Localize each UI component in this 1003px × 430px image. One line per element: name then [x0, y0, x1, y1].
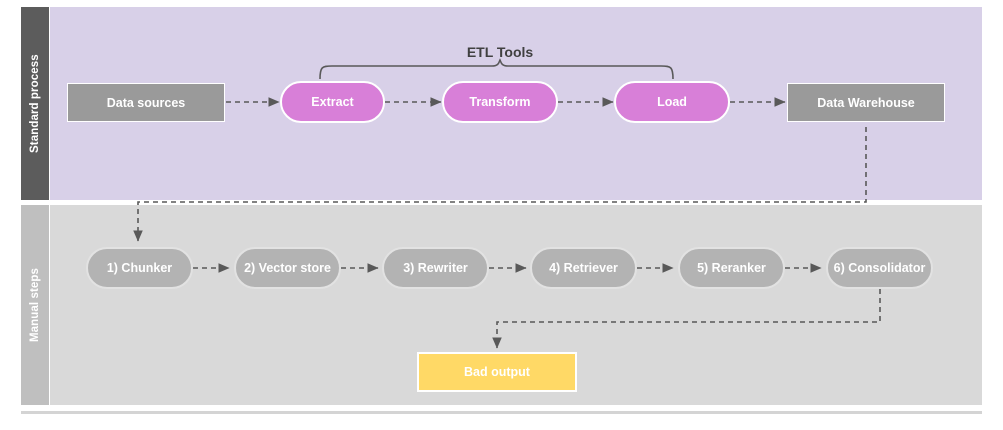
node-bad-output-label: Bad output: [464, 365, 530, 379]
lane-label-manual-steps: Manual steps: [21, 205, 49, 405]
node-consolidator[interactable]: 6) Consolidator: [826, 247, 933, 289]
node-vector-store[interactable]: 2) Vector store: [234, 247, 341, 289]
node-extract-label: Extract: [311, 95, 354, 109]
node-reranker[interactable]: 5) Reranker: [678, 247, 785, 289]
node-retriever[interactable]: 4) Retriever: [530, 247, 637, 289]
bottom-divider: [21, 411, 982, 414]
lane-label-standard-process: Standard process: [21, 7, 49, 200]
node-data-warehouse[interactable]: Data Warehouse: [787, 83, 945, 122]
node-extract[interactable]: Extract: [280, 81, 385, 123]
lane-label-manual-steps-text: Manual steps: [29, 267, 41, 343]
node-reranker-label: 5) Reranker: [697, 261, 766, 275]
node-transform-label: Transform: [469, 95, 531, 109]
node-rewriter-label: 3) Rewriter: [403, 261, 468, 275]
node-data-sources[interactable]: Data sources: [67, 83, 225, 122]
node-chunker[interactable]: 1) Chunker: [86, 247, 193, 289]
node-retriever-label: 4) Retriever: [549, 261, 618, 275]
node-consolidator-label: 6) Consolidator: [833, 261, 926, 275]
etl-tools-label-text: ETL Tools: [466, 44, 534, 60]
node-load-label: Load: [657, 95, 687, 109]
node-load[interactable]: Load: [614, 81, 730, 123]
node-data-sources-label: Data sources: [106, 95, 186, 110]
node-transform[interactable]: Transform: [442, 81, 558, 123]
lane-label-standard-process-text: Standard process: [29, 54, 41, 153]
node-data-warehouse-label: Data Warehouse: [817, 95, 915, 110]
etl-tools-label: ETL Tools: [420, 44, 580, 60]
node-chunker-label: 1) Chunker: [106, 261, 173, 275]
node-bad-output[interactable]: Bad output: [417, 352, 577, 392]
node-vector-store-label: 2) Vector store: [244, 261, 331, 275]
node-rewriter[interactable]: 3) Rewriter: [382, 247, 489, 289]
